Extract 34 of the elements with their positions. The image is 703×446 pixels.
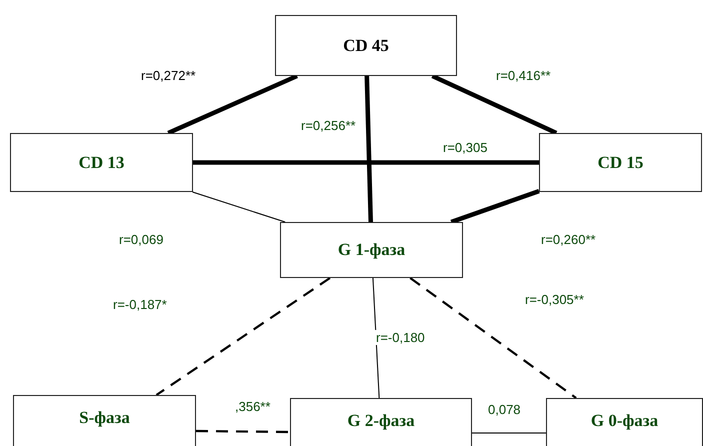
connector [472, 432, 546, 434]
node-label: CD 13 [78, 152, 124, 172]
connector [364, 76, 373, 222]
node-label: S-фаза [79, 408, 130, 428]
dashed-connector [156, 277, 331, 396]
connector [450, 189, 540, 224]
node-box [539, 133, 702, 192]
node-label: G 0-фаза [590, 411, 658, 431]
edge-label: r=0,260** [540, 232, 597, 247]
node-box [13, 395, 196, 446]
edge-label: r=-0,180 [375, 330, 426, 345]
connector [193, 160, 539, 165]
node-box [10, 133, 193, 192]
node-box [275, 15, 457, 76]
node-label: CD 15 [598, 152, 644, 172]
edge-label: r=0,256** [300, 118, 357, 133]
connector [192, 192, 286, 222]
dashed-connector [196, 430, 290, 434]
node-label: CD 45 [343, 36, 389, 56]
edge-label: r=0,272** [140, 68, 197, 83]
edge-label: ,356** [234, 399, 272, 414]
node-box [280, 222, 463, 278]
connector [372, 278, 380, 398]
edge-label: r=0,069 [118, 232, 164, 247]
dashed-connector [410, 277, 577, 399]
connector [167, 74, 298, 136]
edge-label: 0,078 [487, 402, 522, 417]
edge-label: r=-0,187* [112, 297, 168, 312]
connector [431, 74, 558, 136]
edge-label: r=0,416** [495, 68, 552, 83]
node-label: G 1-фаза [338, 240, 406, 260]
node-label: G 2-фаза [347, 411, 415, 431]
edge-label: r=0,305 [442, 140, 488, 155]
edge-label: r=-0,305** [524, 292, 585, 307]
